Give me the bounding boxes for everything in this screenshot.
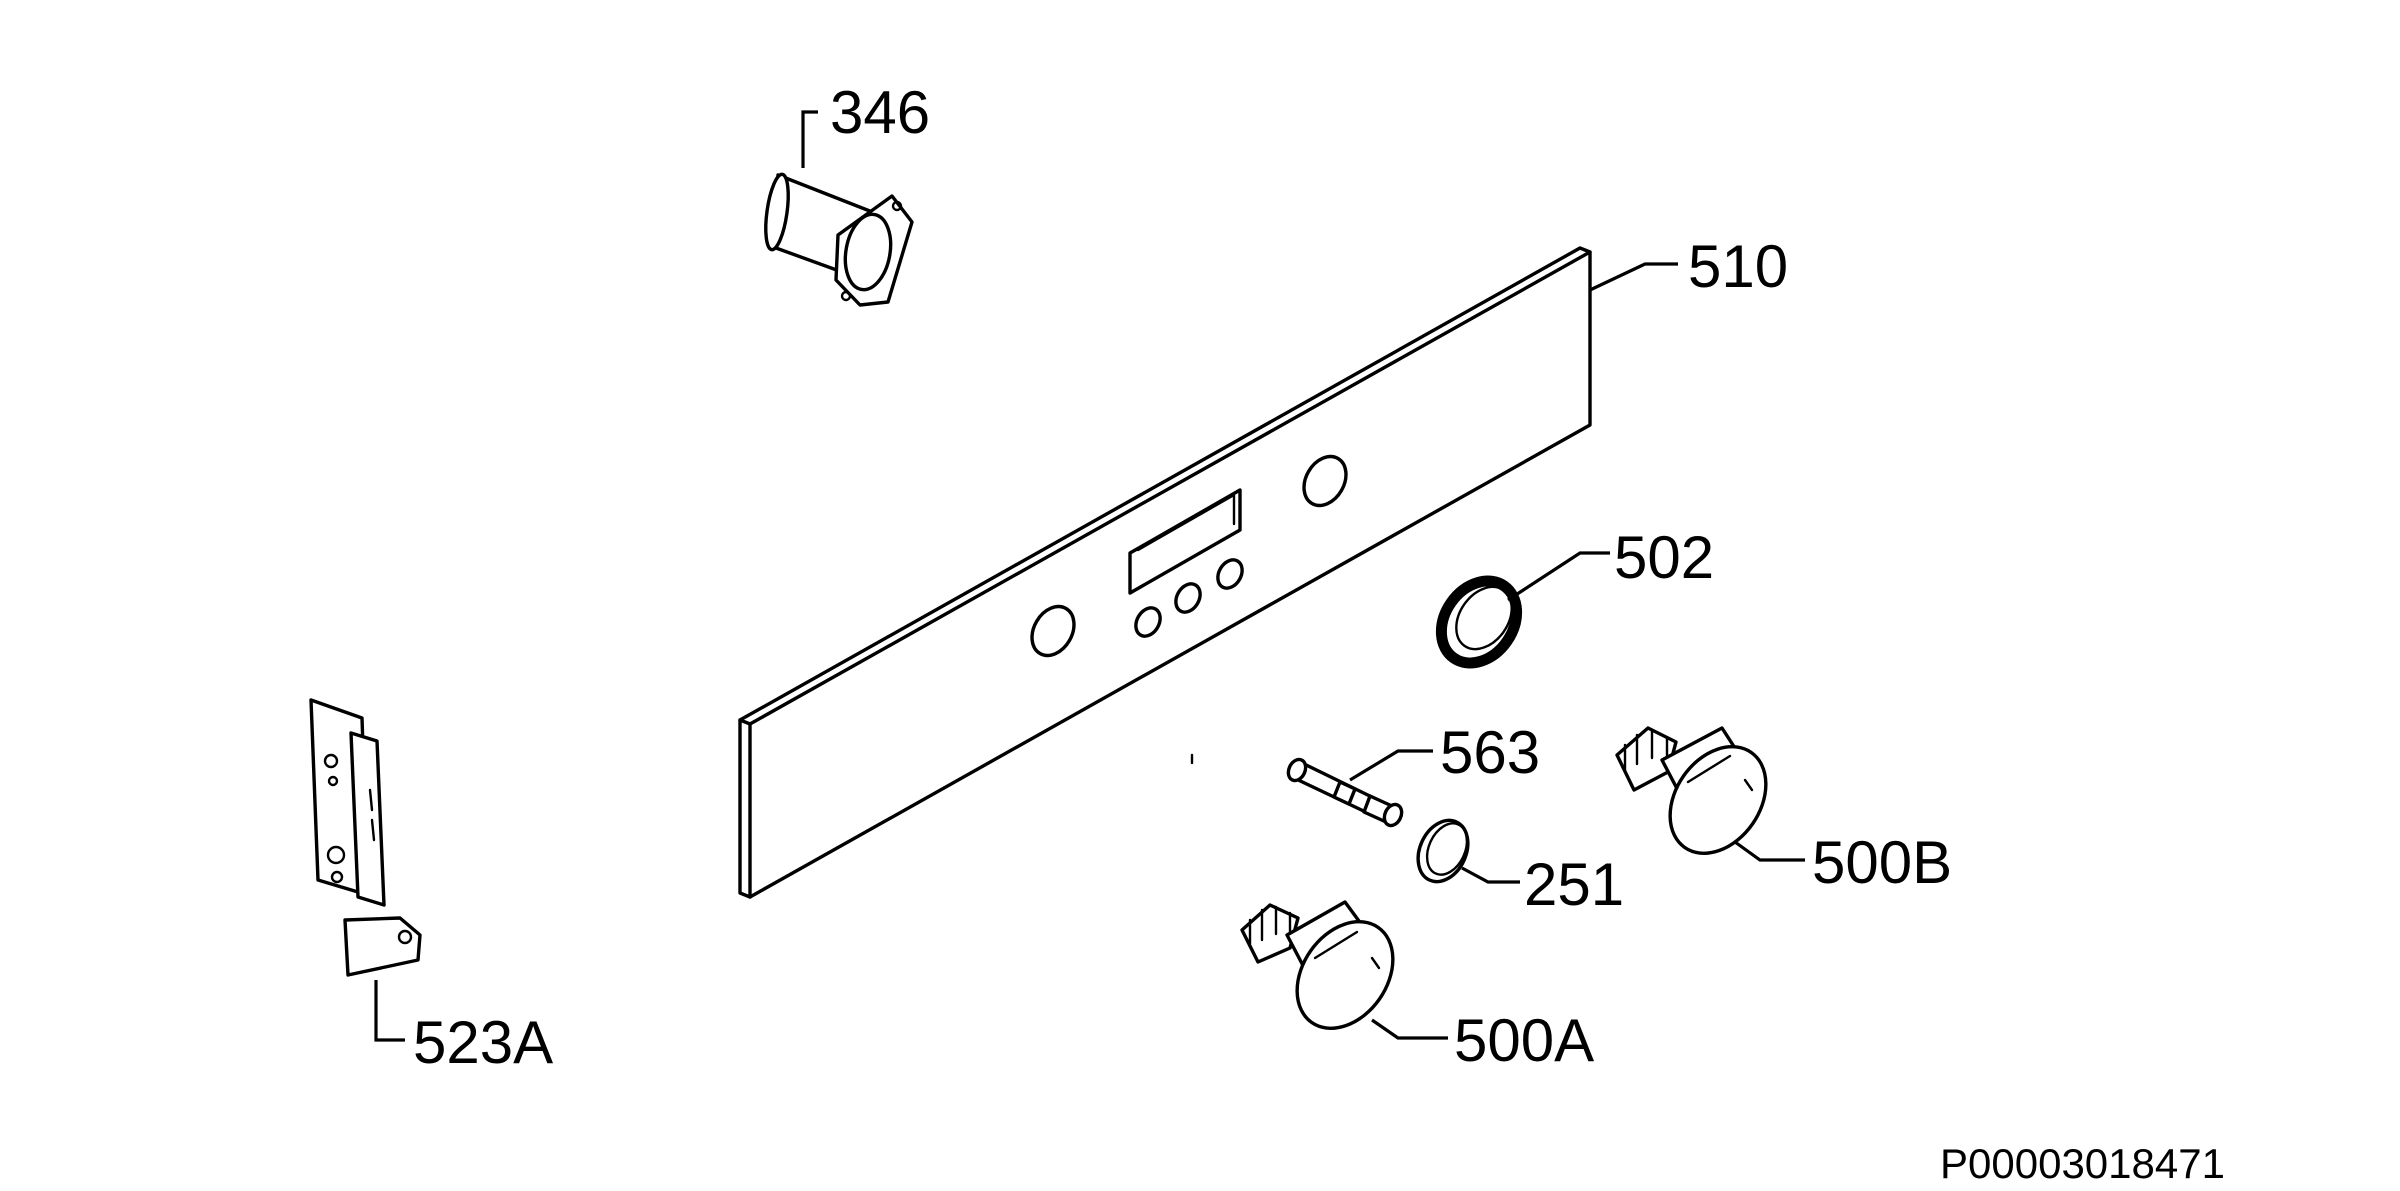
label-346: 346 — [830, 79, 930, 146]
label-563: 563 — [1440, 719, 1540, 786]
label-500A: 500A — [1454, 1007, 1594, 1074]
leader-502 — [1507, 551, 1610, 602]
leader-510 — [1589, 262, 1678, 292]
leader-563 — [1349, 749, 1433, 782]
leader-251 — [1461, 866, 1520, 884]
label-502: 502 — [1614, 524, 1714, 591]
part-251-disc — [1416, 818, 1470, 884]
part-346-cylinder-mount — [764, 172, 914, 307]
document-id: P00003018471 — [1940, 1140, 2225, 1187]
leader-346 — [801, 110, 818, 168]
label-510: 510 — [1688, 233, 1788, 300]
part-502-ring — [1435, 575, 1523, 669]
label-251: 251 — [1524, 851, 1624, 918]
part-510-control-panel — [738, 246, 1592, 899]
label-500B: 500B — [1812, 829, 1952, 896]
leader-500A — [1371, 1018, 1448, 1040]
part-500B-knob — [1615, 726, 1768, 855]
label-523A: 523A — [413, 1009, 553, 1076]
leader-500B — [1734, 840, 1805, 862]
part-563-shaft — [1286, 757, 1404, 828]
leader-523A — [374, 980, 405, 1042]
part-523A-bracket — [309, 698, 422, 977]
part-500A-knob — [1240, 900, 1395, 1030]
